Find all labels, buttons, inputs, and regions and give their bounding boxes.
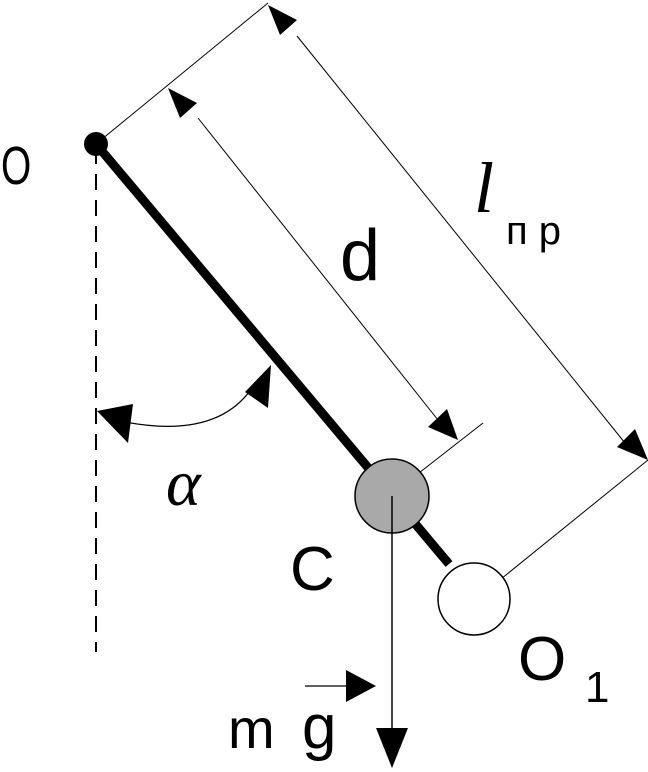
dimension-d-arrowhead-bottom: [428, 409, 458, 440]
dimension-lpr-arrowhead-top: [268, 5, 297, 35]
label-angle-alpha: α: [166, 447, 202, 520]
dimension-d: [168, 88, 458, 440]
label-length-l: l: [474, 148, 494, 228]
dimension-lpr-arrowhead-bottom: [617, 429, 648, 460]
angle-arrowhead-right: [245, 365, 271, 408]
dimension-lpr-line: [296, 35, 626, 444]
label-length-subscript: п р: [506, 209, 561, 253]
gravity-force-vector: [376, 496, 408, 768]
label-mass-m: m: [228, 697, 275, 760]
dimension-d-arrowhead-top: [168, 88, 197, 118]
angle-arc: [97, 365, 271, 443]
reduced-length-point-o1: [437, 562, 511, 636]
label-center-c: C: [290, 535, 335, 604]
vector-mark-over-g: [305, 670, 376, 702]
label-point-o1: O: [518, 625, 566, 694]
extension-line-pivot: [95, 2, 269, 145]
dimension-lpr: [268, 5, 648, 460]
label-distance-d: d: [340, 216, 380, 296]
label-gravity-g: g: [302, 693, 336, 762]
dimension-d-line: [197, 117, 439, 421]
label-pivot-o: O: [1, 135, 31, 196]
label-point-o1-subscript: 1: [585, 663, 609, 712]
angle-arc-curve: [114, 387, 253, 427]
angle-arrowhead-left: [97, 404, 133, 443]
vector-mark-arrowhead: [346, 670, 376, 702]
pivot-point: [84, 132, 108, 156]
extension-line-o1: [474, 459, 648, 601]
gravity-vector-arrowhead: [376, 728, 408, 768]
